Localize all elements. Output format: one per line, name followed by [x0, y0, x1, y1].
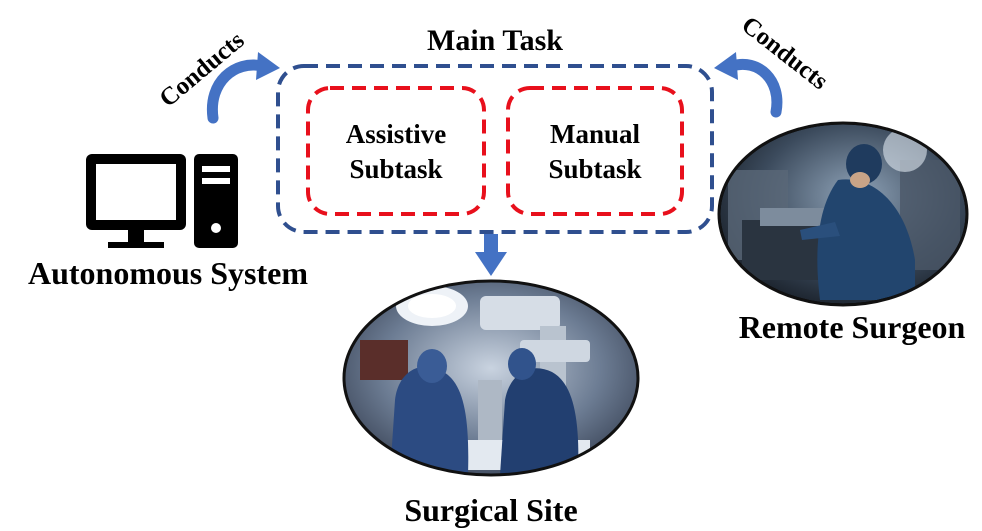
remote-surgeon-label: Remote Surgeon	[739, 309, 966, 345]
computer-icon	[86, 154, 238, 248]
assistive-subtask-line2: Subtask	[349, 154, 442, 184]
autonomous-system-label: Autonomous System	[28, 255, 308, 291]
assistive-subtask-line1: Assistive	[346, 119, 447, 149]
surgeon-console-photo	[719, 123, 967, 305]
main-task-label: Main Task	[427, 24, 563, 57]
main-task-box	[276, 64, 714, 234]
manual-subtask-line2: Subtask	[548, 154, 641, 184]
manual-subtask-box	[506, 86, 684, 216]
manual-subtask-line1: Manual	[550, 119, 641, 149]
surgeon-photo-frame	[717, 121, 969, 307]
assistive-subtask-box	[306, 86, 486, 216]
right-conducts-label: Conducts	[736, 11, 833, 95]
right-curved-arrow-icon	[714, 52, 783, 118]
surgical-site-label: Surgical Site	[404, 492, 577, 528]
surgical-site-photo-frame	[342, 279, 640, 477]
operating-room-photo	[344, 281, 638, 475]
left-curved-arrow-icon	[206, 52, 280, 124]
down-arrow-icon	[475, 234, 507, 276]
